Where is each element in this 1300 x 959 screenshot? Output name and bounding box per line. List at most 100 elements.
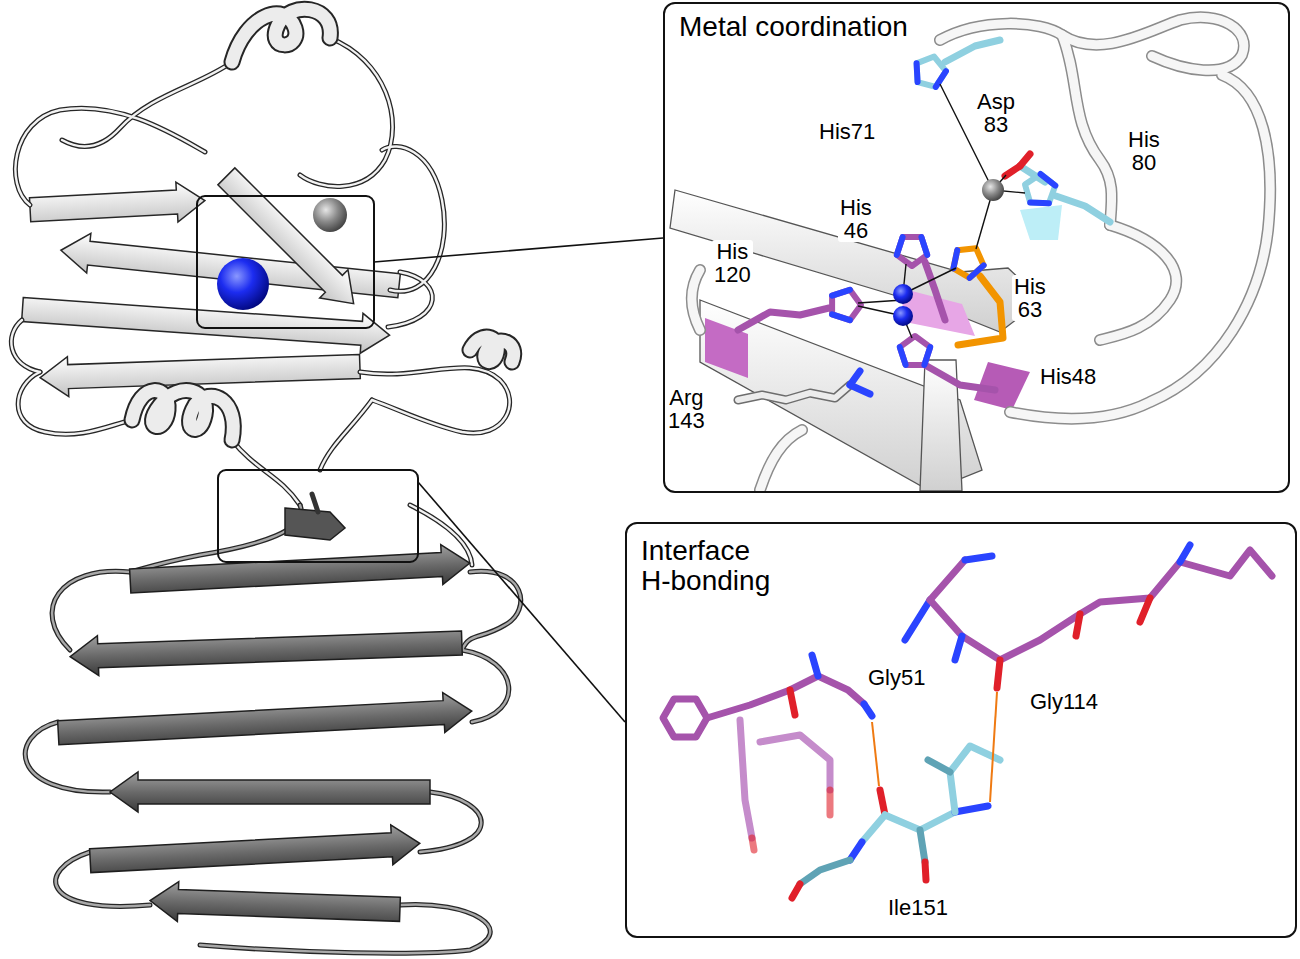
metal-site-model bbox=[850, 385, 870, 394]
interface-model bbox=[663, 545, 1272, 898]
lower-domain bbox=[149, 881, 400, 930]
lower-domain bbox=[149, 881, 400, 930]
metal-site-model bbox=[982, 179, 1004, 201]
interface-model bbox=[790, 690, 795, 715]
interface-model bbox=[1140, 598, 1150, 622]
lower-domain bbox=[57, 691, 473, 753]
interface-model bbox=[812, 655, 818, 676]
upper-domain bbox=[11, 38, 509, 565]
interface-model bbox=[880, 790, 885, 815]
metal-ion bbox=[217, 198, 347, 310]
interface-model bbox=[930, 550, 1272, 660]
zoom-box bbox=[197, 196, 374, 328]
residue-label: Gly51 bbox=[866, 666, 927, 689]
metal-site-model bbox=[1020, 170, 1058, 208]
interface-model bbox=[1076, 614, 1080, 636]
residue-label: His 63 bbox=[1012, 275, 1048, 321]
lower-domain bbox=[89, 823, 421, 880]
metal-site-model bbox=[893, 284, 913, 304]
residue-label: Asp 83 bbox=[975, 90, 1017, 136]
metal-site-model bbox=[692, 17, 1270, 490]
zoom-box bbox=[218, 470, 418, 562]
coordination-bond bbox=[858, 84, 1025, 338]
interface-model bbox=[792, 884, 800, 898]
metal-site-model bbox=[958, 276, 1003, 345]
metal-site-model bbox=[738, 308, 829, 330]
interface-model bbox=[930, 560, 965, 600]
residue-label: His 80 bbox=[1126, 128, 1162, 174]
interface-model bbox=[990, 692, 997, 802]
leader-line bbox=[418, 482, 625, 722]
residue-label: His71 bbox=[817, 120, 877, 143]
leader-line bbox=[374, 238, 663, 262]
residue-label: Gly114 bbox=[1028, 690, 1100, 713]
interface-model bbox=[800, 860, 850, 884]
lower-domain bbox=[69, 623, 462, 677]
metal-site-model bbox=[948, 241, 989, 281]
lower-domain bbox=[25, 505, 520, 953]
upper-domain bbox=[212, 162, 368, 318]
interface-model bbox=[864, 704, 872, 716]
residue-label: His 46 bbox=[838, 196, 874, 242]
lower-domain bbox=[312, 494, 318, 512]
leader-line bbox=[374, 238, 663, 722]
interface-model bbox=[928, 760, 950, 772]
upper-domain bbox=[212, 162, 368, 318]
interface-model bbox=[905, 600, 930, 640]
metal-site-model bbox=[738, 385, 850, 400]
interface-model bbox=[752, 838, 754, 850]
interface-model bbox=[965, 556, 992, 560]
interface-model bbox=[872, 722, 879, 786]
metal-site-model bbox=[925, 365, 995, 390]
upper-domain bbox=[132, 9, 514, 440]
metal-site-model bbox=[945, 40, 1000, 62]
upper-domain bbox=[29, 181, 206, 230]
metal-site-model bbox=[832, 290, 861, 320]
metal-site-model bbox=[692, 17, 1270, 490]
interface-model bbox=[827, 790, 834, 815]
interface-model bbox=[955, 636, 962, 660]
metal-site-model bbox=[897, 237, 927, 266]
interface-model bbox=[920, 830, 925, 862]
interface-model bbox=[955, 806, 988, 812]
metal-site-model bbox=[912, 53, 949, 89]
zoom-box bbox=[197, 196, 418, 562]
upper-domain bbox=[29, 181, 206, 230]
interface-model bbox=[862, 815, 885, 842]
residue-label: Ile151 bbox=[886, 896, 950, 919]
interface-model bbox=[740, 720, 752, 838]
inset-panel: Metal coordination bbox=[663, 2, 1290, 493]
metal-site-model bbox=[738, 385, 850, 400]
lower-domain bbox=[110, 772, 430, 812]
metal-site-model bbox=[1056, 196, 1110, 222]
lower-domain bbox=[25, 505, 520, 953]
panel-title: Interface H-bonding bbox=[641, 536, 780, 596]
interface-model bbox=[760, 735, 830, 790]
metal-site-model bbox=[1020, 154, 1030, 166]
lower-domain bbox=[129, 543, 471, 601]
interface-model bbox=[1180, 545, 1190, 562]
interface-model bbox=[925, 862, 926, 880]
metal-site-model bbox=[1020, 205, 1062, 240]
lower-domain bbox=[285, 508, 345, 540]
upper-domain bbox=[132, 9, 514, 440]
lower-domain bbox=[57, 691, 473, 753]
metal-site-model bbox=[700, 300, 982, 491]
metal-site-model bbox=[900, 336, 930, 365]
lower-domain bbox=[129, 543, 471, 601]
metal-site-model bbox=[925, 262, 945, 320]
interface-model bbox=[663, 699, 707, 737]
upper-domain bbox=[11, 38, 509, 565]
residue-label: His 120 bbox=[712, 240, 753, 286]
inset-panel: Interface H-bonding bbox=[625, 522, 1297, 938]
metal-site-model bbox=[670, 17, 1270, 491]
residue-label: His48 bbox=[1038, 365, 1098, 388]
metal-site-model bbox=[893, 306, 913, 326]
interface-model bbox=[997, 660, 1000, 688]
lower-domain bbox=[89, 823, 421, 880]
metal-ion bbox=[217, 258, 269, 310]
interface-model bbox=[707, 676, 864, 718]
